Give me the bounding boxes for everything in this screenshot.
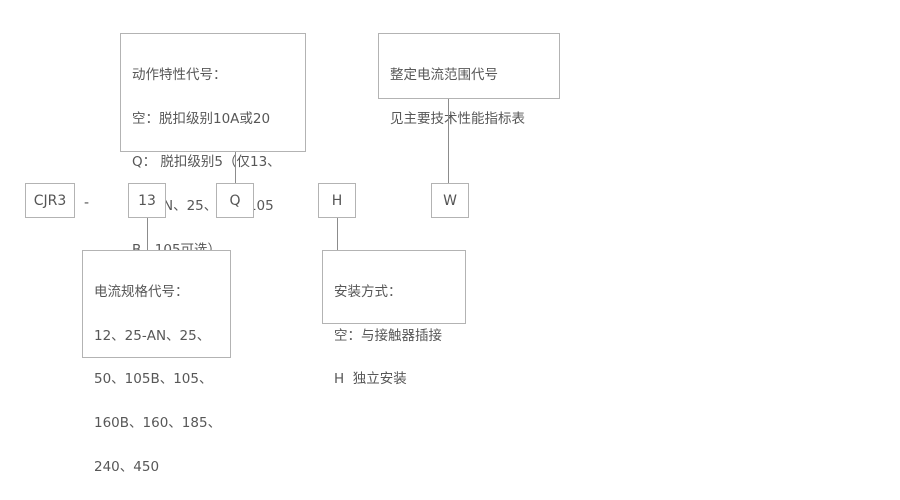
code-box-series-label: CJR3	[33, 192, 67, 209]
note-action-characteristic-line-2: 空：脱扣级别10A或20	[132, 110, 271, 127]
connector-mounting-type	[337, 218, 338, 250]
connector-action-characteristic	[235, 152, 236, 184]
connector-current-rating	[147, 218, 148, 250]
code-box-current-range: W	[431, 183, 469, 218]
model-code-diagram: 动作特性代号： 空：脱扣级别10A或20 Q： 脱扣级别5（仅13、 25-AN…	[25, 33, 560, 475]
note-current-rating-line-4: 160B、160、185、	[94, 415, 222, 432]
code-box-mounting-type: H	[318, 183, 356, 218]
code-box-current-rating-label: 13	[138, 192, 156, 209]
note-current-rating-line-2: 12、25-AN、25、	[94, 327, 211, 344]
note-current-rating-line-5: 240、450	[94, 458, 160, 475]
note-mounting-type-line-2: 空：与接触器插接	[334, 327, 442, 344]
connector-current-range	[448, 99, 449, 184]
note-mounting-type-line-3: H 独立安装	[334, 371, 407, 388]
note-action-characteristic-line-3: Q： 脱扣级别5（仅13、	[132, 154, 281, 171]
code-box-action-characteristic-label: Q	[229, 192, 241, 209]
note-mounting-type-line-1: 安装方式：	[334, 283, 402, 300]
code-box-series: CJR3	[25, 183, 75, 218]
note-current-rating: 电流规格代号： 12、25-AN、25、 50、105B、105、 160B、1…	[82, 250, 231, 475]
note-current-range-line-1: 整定电流范围代号	[390, 66, 498, 83]
code-box-current-range-label: W	[443, 192, 457, 209]
code-box-action-characteristic: Q	[216, 183, 254, 218]
note-mounting-type: 安装方式： 空：与接触器插接 H 独立安装	[322, 250, 466, 387]
model-separator-dash: -	[84, 195, 90, 211]
note-action-characteristic-line-1: 动作特性代号：	[132, 66, 227, 83]
note-current-range-line-2: 见主要技术性能指标表	[390, 110, 525, 127]
note-current-rating-line-1: 电流规格代号：	[94, 283, 189, 300]
code-box-mounting-type-label: H	[331, 192, 343, 209]
note-current-range: 整定电流范围代号 见主要技术性能指标表	[378, 33, 560, 127]
note-action-characteristic: 动作特性代号： 空：脱扣级别10A或20 Q： 脱扣级别5（仅13、 25-AN…	[120, 33, 306, 258]
note-current-rating-line-3: 50、105B、105、	[94, 371, 213, 388]
code-box-current-rating: 13	[128, 183, 166, 218]
